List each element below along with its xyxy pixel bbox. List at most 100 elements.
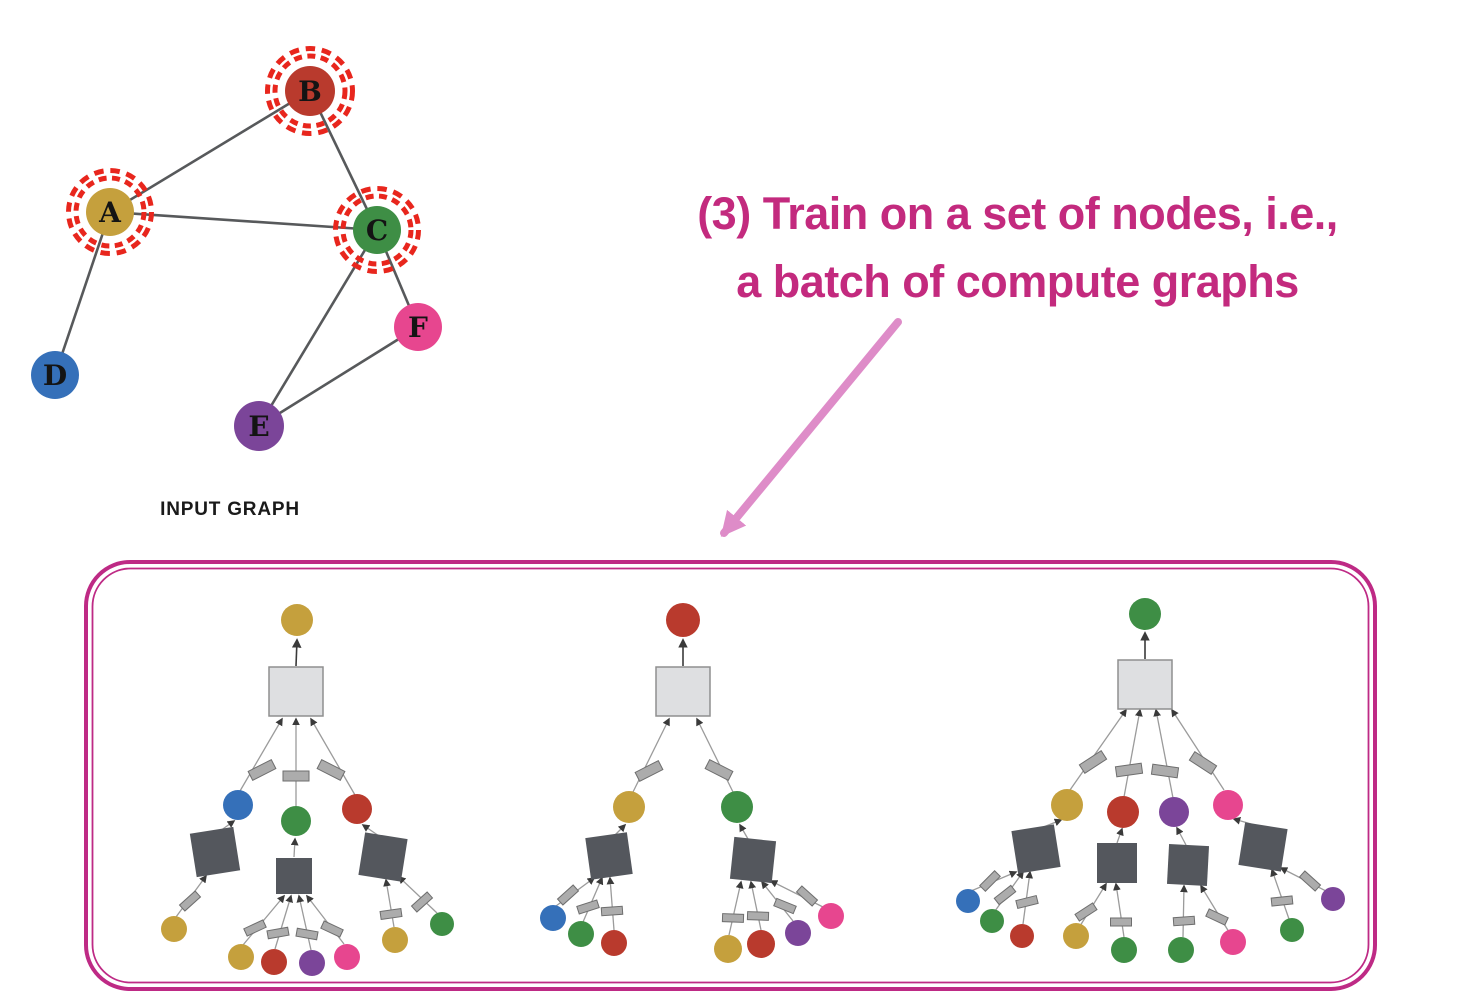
compute-graph-C-aggregator-square xyxy=(1097,843,1137,883)
graph-node-label-F: F xyxy=(408,311,428,344)
highlight-ring-outer-A xyxy=(66,168,154,256)
compute-graph-C-edge-arrow xyxy=(1179,884,1188,938)
compute-graph-A-aggregator-square xyxy=(276,858,312,894)
compute-graph-B-weight-rect xyxy=(576,899,600,915)
graph-node-B xyxy=(285,66,335,116)
compute-graph-B-edge-arrow xyxy=(582,876,604,923)
compute-graph-A-weight-rect xyxy=(282,770,310,782)
compute-graph-B-node-pink xyxy=(818,903,844,929)
annotation-line1: (3) Train on a set of nodes, i.e., xyxy=(697,188,1338,239)
graph-node-label-E: E xyxy=(248,410,269,443)
compute-graph-C-edge-arrow xyxy=(1270,868,1290,920)
graph-node-D xyxy=(31,351,79,399)
annotation-arrow-icon xyxy=(720,318,902,537)
graph-edge-A-B xyxy=(109,89,311,214)
compute-graph-C-node-green xyxy=(1111,937,1137,963)
compute-graph-B-node-green xyxy=(721,791,753,823)
compute-graph-A-edge-arrow xyxy=(239,717,283,792)
graph-node-label-C: C xyxy=(366,214,388,247)
compute-graph-C-weight-rect xyxy=(1015,894,1039,910)
compute-graph-B-edge-arrow xyxy=(606,876,615,931)
compute-graph-C-node-red xyxy=(1107,796,1139,828)
compute-graph-A-weight-rect xyxy=(243,919,267,937)
graph-node-E xyxy=(234,401,284,451)
compute-graph-C-weight-rect xyxy=(1110,917,1132,927)
compute-graph-C-root-node-green xyxy=(1129,598,1161,630)
compute-graph-C-aggregator-box xyxy=(1117,659,1173,710)
compute-graph-B-weight-rect xyxy=(556,884,580,906)
annotation-line2: a batch of compute graphs xyxy=(736,255,1299,307)
compute-graph-B-weight-rect xyxy=(721,913,745,923)
compute-graph-A-node-green xyxy=(430,912,454,936)
compute-graph-C-node-green xyxy=(1168,937,1194,963)
graph-edge-B-C xyxy=(308,90,379,231)
compute-graph-A-weight-rect xyxy=(320,920,344,938)
compute-graph-C-weight-rect xyxy=(1114,762,1144,778)
compute-graph-A-edge-arrow xyxy=(361,824,380,837)
compute-graph-A-edge-arrow xyxy=(397,875,438,914)
compute-graph-B-node-red xyxy=(747,930,775,958)
compute-graph-B-weight-rect xyxy=(600,905,624,917)
compute-graph-C-aggregator-square xyxy=(1238,822,1288,872)
graph-edge-E-F xyxy=(258,325,419,428)
compute-graph-B-node-blue xyxy=(540,905,566,931)
highlight-ring-outer-B xyxy=(265,46,355,136)
graph-edge-A-D xyxy=(53,211,112,376)
compute-graph-C-aggregator-square xyxy=(1166,843,1210,887)
compute-graph-A-weight-rect xyxy=(266,926,290,940)
highlight-ring-inner-B xyxy=(272,53,348,129)
compute-graph-B-weight-rect xyxy=(795,885,819,907)
batch-frame-inner xyxy=(91,567,1370,984)
compute-graph-C-node-gold xyxy=(1063,923,1089,949)
compute-graph-B-node-gold xyxy=(714,935,742,963)
compute-graph-B-edge-arrow xyxy=(632,717,670,793)
compute-graph-C-node-blue xyxy=(956,889,980,913)
annotation-title: (3) Train on a set of nodes, i.e., a bat… xyxy=(560,180,1475,315)
compute-graph-B-edge-arrow xyxy=(748,880,762,931)
compute-graph-B-weight-rect xyxy=(773,897,797,915)
compute-graph-C-node-pink xyxy=(1220,929,1246,955)
batch-frame-outer xyxy=(84,560,1377,991)
compute-graph-A-node-pink xyxy=(334,944,360,970)
compute-graph-C-weight-rect xyxy=(1205,908,1229,926)
compute-graph-B-weight-rect xyxy=(746,911,770,921)
compute-graph-B-node-green xyxy=(568,921,594,947)
compute-graph-B-aggregator-box xyxy=(655,666,711,717)
compute-graph-C-weight-rect xyxy=(993,884,1017,906)
compute-graph-A-weight-rect xyxy=(295,927,319,941)
compute-graph-A-weight-rect xyxy=(410,891,434,913)
compute-graph-C-weight-rect xyxy=(979,870,1001,892)
compute-graph-A-edge-arrow xyxy=(296,894,312,951)
compute-graph-A-node-red xyxy=(261,949,287,975)
compute-graph-C-node-red xyxy=(1010,924,1034,948)
compute-graph-C-weight-rect xyxy=(1078,750,1108,774)
highlight-ring-inner-A xyxy=(73,175,147,249)
compute-graph-C-edge-arrow xyxy=(1153,708,1174,799)
compute-graph-A-node-gold xyxy=(382,927,408,953)
graph-edge-C-E xyxy=(257,229,379,427)
compute-graph-B-edge-arrow xyxy=(728,880,744,936)
graph-node-label-D: D xyxy=(43,359,67,392)
compute-graph-A-weight-rect xyxy=(316,758,346,782)
compute-graph-A-weight-rect xyxy=(247,758,277,782)
compute-graph-C-node-green xyxy=(1280,918,1304,942)
compute-graph-C-edge-arrow xyxy=(1113,882,1125,938)
compute-graph-B-aggregator-square xyxy=(729,836,777,884)
compute-graph-B xyxy=(540,603,844,963)
compute-graph-A-node-gold xyxy=(228,944,254,970)
graph-node-C xyxy=(353,206,401,254)
compute-graph-C-aggregator-square xyxy=(1011,824,1061,874)
compute-graph-C-edge-arrow xyxy=(1171,708,1225,791)
compute-graph-A-weight-rect xyxy=(178,890,202,912)
compute-graph-B-edge-arrow xyxy=(696,717,734,793)
compute-graph-A xyxy=(161,604,454,976)
compute-graph-C-node-purple xyxy=(1321,887,1345,911)
compute-graph-C-weight-rect xyxy=(1150,763,1180,779)
highlight-ring-outer-C xyxy=(333,186,421,274)
compute-graph-C-edge-arrow xyxy=(1069,708,1127,791)
compute-graph-A-aggregator-box xyxy=(268,666,324,717)
compute-graph-A-weight-rect xyxy=(379,908,403,920)
compute-graph-C-weight-rect xyxy=(1188,751,1218,775)
compute-graph-C-edge-arrow xyxy=(1116,827,1124,844)
